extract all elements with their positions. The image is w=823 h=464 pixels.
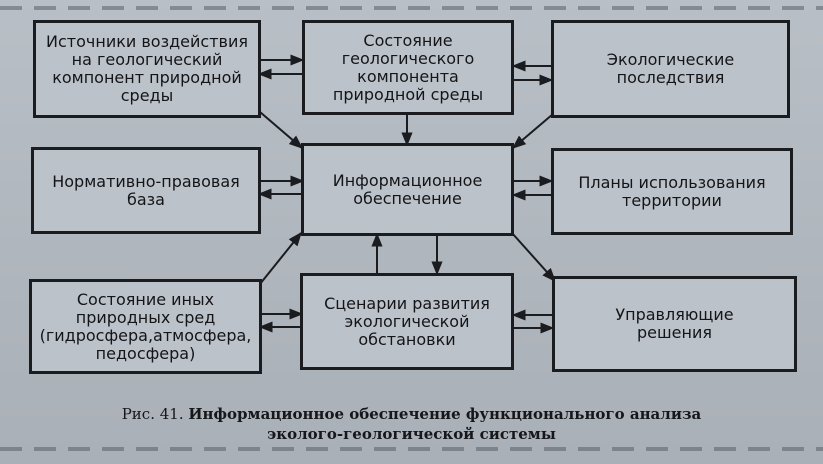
box-sources: Источники воздействия на геологический к…: [33, 20, 261, 118]
figure-caption: Рис. 41. Информационное обеспечение функ…: [0, 404, 823, 444]
box-normative: Нормативно-правовая база: [31, 147, 261, 234]
caption-title-line1: Информационное обеспечение функционально…: [188, 405, 702, 423]
box-territory-plans: Планы использования территории: [551, 148, 793, 235]
box-eco-consequences: Экологические последствия: [551, 20, 790, 118]
box-state-geo: Состояние геологического компонента прир…: [302, 20, 514, 115]
caption-title-line2: эколого-геологической системы: [267, 425, 556, 443]
box-scenarios: Сценарии развития экологической обстанов…: [300, 273, 514, 370]
box-decisions: Управляющие решения: [552, 276, 797, 372]
box-other-media: Состояние иных природных сред (гидросфер…: [29, 279, 262, 374]
caption-prefix: Рис. 41.: [121, 405, 189, 423]
arrow-eco-to-info: [511, 113, 554, 149]
top-dashed-rule: [0, 6, 823, 10]
box-info-support: Информационное обеспечение: [301, 143, 514, 236]
arrow-info-to-decisions: [511, 232, 556, 283]
arrow-sources-to-info: [259, 111, 304, 149]
arrow-other-to-info: [259, 231, 302, 285]
bottom-dashed-rule: [0, 447, 823, 451]
